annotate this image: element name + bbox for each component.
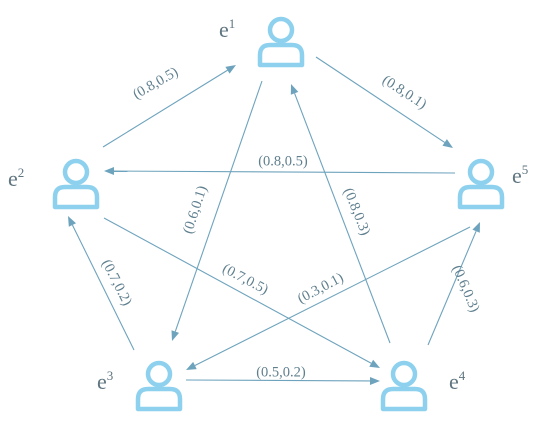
node-label-superscript: 3 <box>107 368 114 383</box>
arrow-line <box>71 224 135 351</box>
edge-e1-to-e3: (0.6,0.1) <box>171 80 263 341</box>
edge-label: (0.8,0.1) <box>379 72 429 112</box>
arrowhead-icon <box>369 359 380 368</box>
arrow-line <box>174 80 263 332</box>
node-e4: e4 <box>380 360 466 412</box>
arrow-line <box>103 217 372 364</box>
node-label: e4 <box>449 368 466 394</box>
user-icon <box>135 360 183 412</box>
edge-label: (0.3,0.1) <box>295 270 346 307</box>
user-icon <box>380 360 428 412</box>
arrow-line <box>315 56 445 143</box>
edge-label: (0.7,0.5) <box>220 261 271 298</box>
node-label-base: e <box>8 166 18 191</box>
node-label: e3 <box>97 368 113 394</box>
node-label-base: e <box>512 163 522 188</box>
arrow-line <box>102 69 228 148</box>
edge-e1-to-e5: (0.8,0.1) <box>315 56 453 148</box>
edge-e3-to-e4: (0.5,0.2) <box>185 364 380 385</box>
user-icon <box>457 158 505 210</box>
user-icon <box>257 16 305 68</box>
edge-label: (0.5,0.2) <box>256 364 306 380</box>
node-label-base: e <box>97 369 107 394</box>
arrow-line <box>427 230 477 346</box>
edges-layer: (0.8,0.5) (0.8,0.1) (0.8,0.5) (0.6,0.1) (0.8… <box>68 56 483 385</box>
edge-label: (0.7,0.2) <box>98 257 135 309</box>
arrowhead-icon <box>225 65 236 74</box>
edge-label: (0.6,0.1) <box>180 184 211 236</box>
edge-label: (0.6,0.3) <box>449 263 483 315</box>
arrowhead-icon <box>104 167 115 176</box>
arrow-line <box>294 93 391 344</box>
node-label: e1 <box>219 16 235 42</box>
arrowhead-icon <box>186 361 197 370</box>
node-label-superscript: 4 <box>459 368 466 383</box>
node-e2: e2 <box>8 158 100 210</box>
arrowhead-icon <box>290 84 299 95</box>
node-e1: e1 <box>219 16 305 68</box>
user-icon <box>52 158 100 210</box>
node-label-superscript: 5 <box>522 162 529 177</box>
edge-e5-to-e2: (0.8,0.5) <box>104 153 456 176</box>
edge-e3-to-e2: (0.7,0.2) <box>68 216 135 351</box>
edge-label: (0.8,0.5) <box>130 64 181 103</box>
arrowhead-icon <box>472 222 480 233</box>
edge-e5-to-e3: (0.3,0.1) <box>186 226 471 370</box>
node-label-base: e <box>449 369 459 394</box>
arrowhead-icon <box>68 216 77 227</box>
arrowhead-icon <box>442 139 453 148</box>
edge-e2-to-e1: (0.8,0.5) <box>102 64 236 148</box>
edge-e4-to-e5: (0.6,0.3) <box>427 222 483 346</box>
node-label-superscript: 1 <box>229 16 236 31</box>
arrowhead-icon <box>369 376 380 385</box>
arrow-line <box>194 226 471 366</box>
node-e3: e3 <box>97 360 183 412</box>
node-label-base: e <box>219 17 229 42</box>
arrowhead-icon <box>171 330 180 341</box>
node-label-superscript: 2 <box>18 165 25 180</box>
node-label: e2 <box>8 165 24 191</box>
arrow-line <box>113 170 456 174</box>
node-e5: e5 <box>457 158 528 210</box>
arrow-line <box>185 379 371 382</box>
node-label: e5 <box>512 162 528 188</box>
edge-label: (0.8,0.5) <box>258 153 308 169</box>
edge-label: (0.8,0.3) <box>340 186 373 238</box>
